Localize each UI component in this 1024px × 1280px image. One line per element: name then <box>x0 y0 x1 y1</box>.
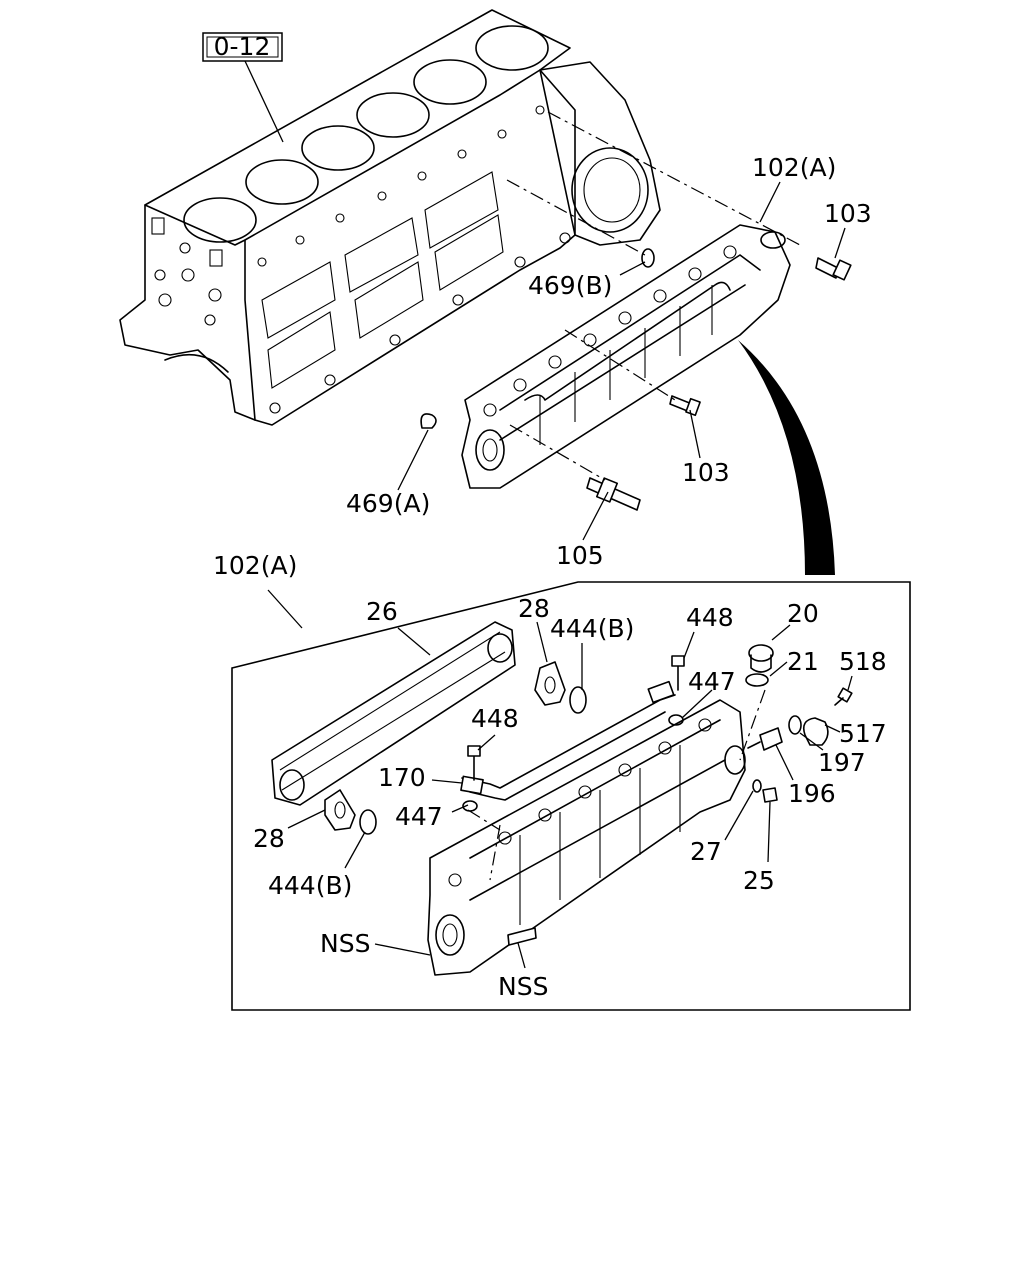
oil-cooler-detail <box>427 699 746 976</box>
callout-444b-bottom: 444(B) <box>268 871 352 900</box>
callout-469a: 469(A) <box>346 489 430 518</box>
callout-21: 21 <box>787 647 819 676</box>
callout-469b: 469(B) <box>528 271 612 300</box>
callout-196: 196 <box>788 779 836 808</box>
gasket-28-bottom <box>324 789 356 831</box>
plug-25 <box>762 787 778 803</box>
detail-alignment-lines <box>467 689 766 881</box>
callout-102a-detail: 102(A) <box>213 551 297 580</box>
callout-517: 517 <box>839 719 887 748</box>
callout-labels: 102(A) 103 469(B) 103 469(A) 105 102(A) … <box>213 153 887 1001</box>
washer-27 <box>752 779 762 793</box>
pipe-170 <box>460 680 676 801</box>
callout-103-top: 103 <box>824 199 872 228</box>
callout-102a-top: 102(A) <box>752 153 836 182</box>
callout-27: 27 <box>690 837 722 866</box>
callout-28-bottom: 28 <box>253 824 285 853</box>
callout-28-top: 28 <box>518 594 550 623</box>
o-ring-21 <box>745 673 769 687</box>
reference-box-label: 0-12 <box>214 32 271 61</box>
bolt-448-mid <box>467 745 481 781</box>
o-ring-444b-bottom <box>359 809 377 835</box>
o-ring-197 <box>788 715 802 735</box>
filler-cap-20 <box>748 644 774 673</box>
callout-103-mid: 103 <box>682 458 730 487</box>
alignment-lines <box>506 111 801 481</box>
gasket-28-top <box>534 661 566 706</box>
callout-518: 518 <box>839 647 887 676</box>
o-ring-444b-top <box>569 686 587 714</box>
callout-170: 170 <box>378 763 426 792</box>
bolt-103-top <box>815 257 852 281</box>
bracket-517 <box>802 717 829 746</box>
callout-448-top: 448 <box>686 603 734 632</box>
callout-20: 20 <box>787 599 819 628</box>
o-ring-469b <box>641 248 655 268</box>
callout-447-mid: 447 <box>395 802 443 831</box>
bolt-518 <box>834 687 853 706</box>
callout-448-mid: 448 <box>471 704 519 733</box>
callout-444b-top: 444(B) <box>550 614 634 643</box>
cooler-element-26 <box>271 621 516 806</box>
detail-frame <box>231 581 911 1011</box>
callout-447-top: 447 <box>688 667 736 696</box>
callout-105: 105 <box>556 541 604 570</box>
oil-cooler-upper <box>461 224 791 489</box>
callout-nss-bottom: NSS <box>498 972 548 1001</box>
reference-box: 0-12 <box>202 32 284 143</box>
detail-arrow <box>738 340 835 575</box>
bolt-448-top <box>671 655 685 691</box>
sensor-196 <box>747 727 783 751</box>
nss-label-plate <box>507 927 537 946</box>
leader-lines <box>267 181 853 969</box>
callout-nss-left: NSS <box>320 929 370 958</box>
stud-105 <box>586 477 641 511</box>
o-ring-469a <box>420 413 437 429</box>
callout-26: 26 <box>366 597 398 626</box>
bolt-103-mid <box>669 395 701 417</box>
cylinder-block <box>119 9 661 426</box>
callout-197: 197 <box>818 748 866 777</box>
callout-25: 25 <box>743 866 775 895</box>
